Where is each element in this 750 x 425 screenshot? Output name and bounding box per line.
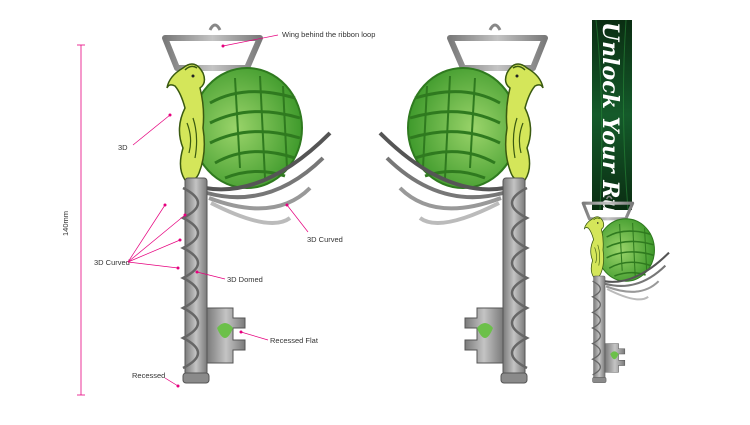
medal-front-view [165,25,330,383]
annotation-wing: Wing behind the ribbon loop [221,30,375,48]
annotation-3d-curved-vine: 3D Curved [94,203,187,270]
svg-text:3D Curved: 3D Curved [94,258,130,267]
annotation-3d-domed: 3D Domed [195,270,263,284]
svg-text:3D Domed: 3D Domed [227,275,263,284]
annotation-recessed-flat: Recessed Flat [239,330,319,345]
annotation-recessed: Recessed [132,371,180,388]
annotation-3d: 3D [118,113,172,152]
svg-text:Recessed Flat: Recessed Flat [270,336,319,345]
annotation-3d-curved-tail: 3D Curved [285,203,343,244]
svg-text:Wing behind the ribbon loop: Wing behind the ribbon loop [282,30,375,39]
svg-text:3D Curved: 3D Curved [307,235,343,244]
medal-back-view [380,25,545,383]
svg-text:3D: 3D [118,143,128,152]
svg-text:Recessed: Recessed [132,371,165,380]
ribbon-text: Unlock Your Run [597,22,623,231]
dimension-label: 140mm [61,211,70,236]
medal-with-ribbon-view: Unlock Your Run [581,19,671,385]
